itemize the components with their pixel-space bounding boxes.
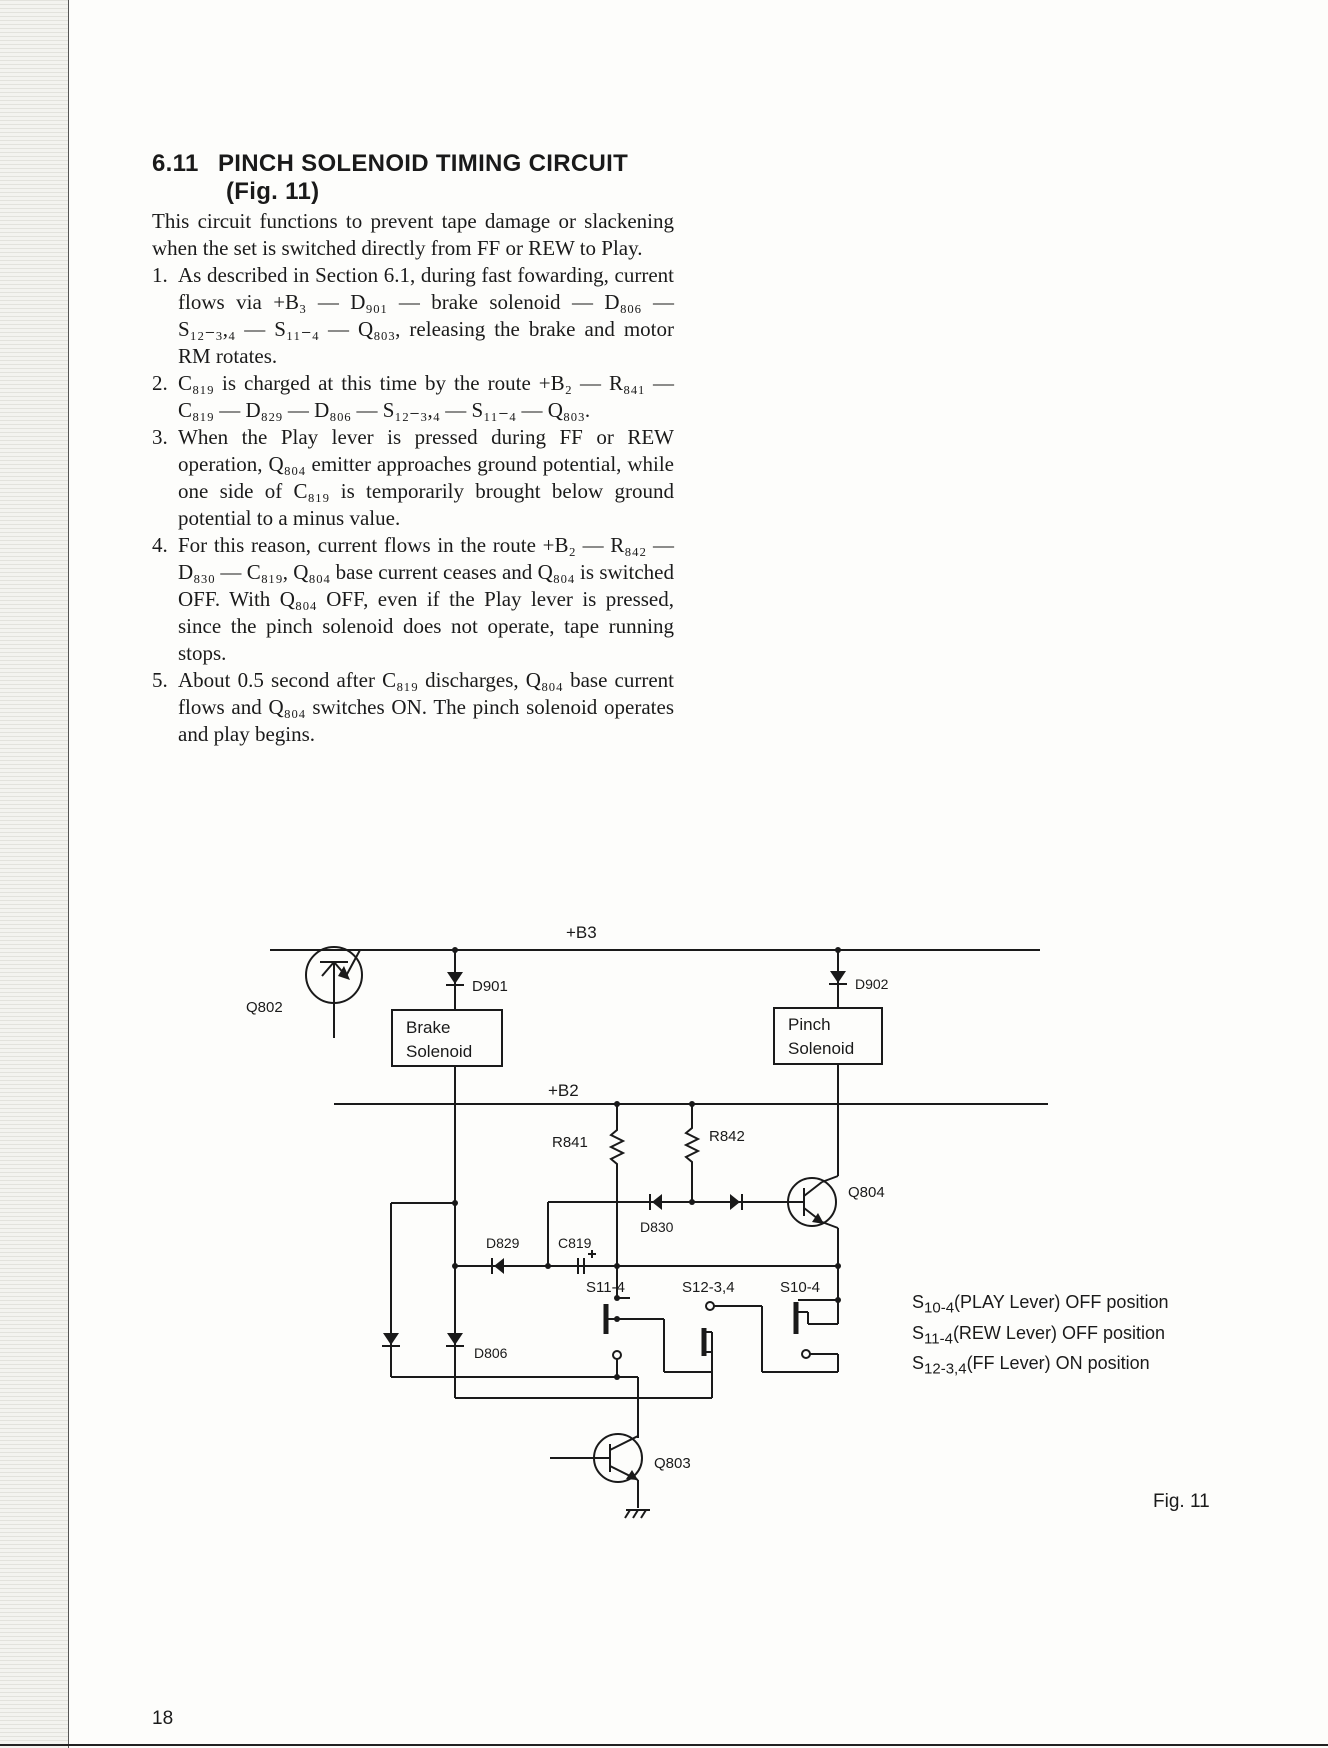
brake-solenoid-box	[391, 1009, 503, 1067]
diode-d902	[829, 971, 847, 985]
d902-label: D902	[855, 976, 889, 992]
pinch-solenoid-label-2: Solenoid	[788, 1039, 854, 1058]
r842-label: R842	[709, 1128, 745, 1145]
s10-4-label: S10-4	[780, 1279, 820, 1296]
step-number: 4.	[152, 533, 168, 557]
legend-row: S10-4(PLAY Lever) OFF position	[912, 1292, 1169, 1317]
brake-solenoid-label-2: Solenoid	[406, 1042, 472, 1061]
figure-label: Fig. 11	[1153, 1491, 1210, 1512]
step-text: For this reason, current flows in the ro…	[178, 533, 674, 665]
resistor-r841	[608, 1104, 626, 1266]
step-text: About 0.5 second after C₈₁₉ discharges, …	[178, 668, 674, 746]
step-number: 2.	[152, 371, 168, 395]
s11-4-label: S11-4	[586, 1279, 625, 1296]
d829-label: D829	[486, 1235, 520, 1251]
legend-row: S11-4(REW Lever) OFF position	[912, 1322, 1165, 1348]
step-text: When the Play lever is pressed during FF…	[178, 425, 674, 530]
section-title: PINCH SOLENOID TIMING CIRCUIT	[218, 150, 629, 177]
diode-d830	[649, 1194, 662, 1210]
diode-d901	[446, 972, 464, 986]
step-number: 1.	[152, 263, 168, 287]
step-list: 1. As described in Section 6.1, during fa…	[152, 262, 674, 748]
c819-label: C819	[558, 1235, 592, 1251]
q803-label: Q803	[654, 1455, 691, 1472]
transistor-q802	[305, 946, 363, 1038]
circuit-diagram: +B3 +B2 Q802 D901 Brake Solenoid D806 D	[246, 923, 1048, 1519]
d901-label: D901	[472, 978, 508, 995]
legend-row: S12-3,4(FF Lever) ON position	[912, 1353, 1150, 1378]
transistor-q803	[550, 1433, 643, 1508]
d806-label: D806	[474, 1345, 508, 1361]
capacitor-c819	[577, 1250, 596, 1274]
section-text: 6.11 PINCH SOLENOID TIMING CIRCUIT (Fig. …	[152, 150, 674, 748]
r841-label: R841	[552, 1134, 588, 1151]
resistor-r842	[683, 1104, 701, 1202]
rail-b3-label: +B3	[566, 923, 597, 942]
q802-label: Q802	[246, 999, 283, 1016]
section-heading: 6.11 PINCH SOLENOID TIMING CIRCUIT (Fig. …	[152, 150, 674, 206]
rail-b2-label: +B2	[548, 1081, 579, 1100]
step-text: As described in Section 6.1, during fast…	[178, 263, 674, 368]
figure-reference: (Fig. 11)	[226, 178, 320, 205]
step-item: 2. C₈₁₉ is charged at this time by the ro…	[152, 370, 674, 424]
switch-legend: S10-4(PLAY Lever) OFF position S11-4(REW…	[912, 1290, 1168, 1382]
switch-s10-4	[762, 1266, 841, 1373]
switch-s11-4	[603, 1266, 665, 1377]
step-text: C₈₁₉ is charged at this time by the rout…	[178, 371, 674, 422]
step-number: 3.	[152, 425, 168, 449]
step-item: 5. About 0.5 second after C₈₁₉ discharges…	[152, 667, 674, 748]
s12-3-4-label: S12-3,4	[682, 1279, 735, 1296]
q804-label: Q804	[848, 1184, 885, 1201]
step-item: 1. As described in Section 6.1, during fa…	[152, 262, 674, 370]
diode-d829	[491, 1258, 504, 1274]
page-bottom-rule	[0, 1744, 1328, 1746]
section-number: 6.11	[152, 150, 199, 177]
step-number: 5.	[152, 668, 168, 692]
transistor-q804	[787, 1175, 839, 1266]
ground-icon	[624, 1509, 650, 1519]
step-item: 4. For this reason, current flows in the …	[152, 532, 674, 667]
diode-d806	[446, 1333, 464, 1347]
brake-solenoid-label-1: Brake	[406, 1018, 450, 1037]
d830-label: D830	[640, 1219, 674, 1235]
page-binding-edge	[0, 0, 69, 1748]
pinch-solenoid-label-1: Pinch	[788, 1015, 831, 1034]
diode-base	[730, 1194, 743, 1210]
page-number: 18	[152, 1708, 174, 1729]
step-item: 3. When the Play lever is pressed during …	[152, 424, 674, 532]
switch-s12-3-4	[664, 1301, 763, 1398]
pinch-solenoid-box	[773, 1007, 883, 1065]
intro-paragraph: This circuit functions to prevent tape d…	[152, 209, 674, 260]
